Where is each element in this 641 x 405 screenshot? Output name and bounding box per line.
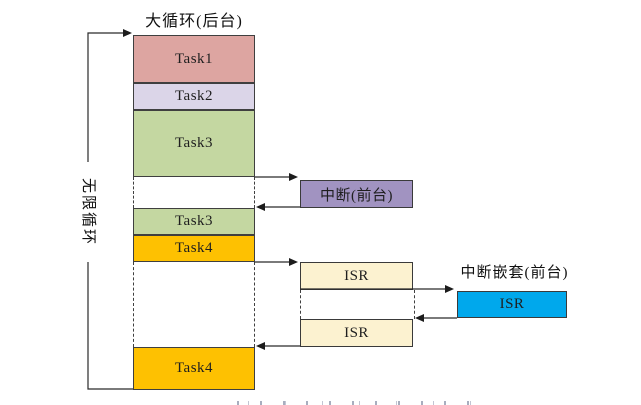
task-block-task2: Task2 (133, 83, 255, 110)
interrupt-box: 中断(前台) (300, 180, 413, 208)
task-block-task4-resume: Task4 (133, 347, 255, 390)
task-block-task1: Task1 (133, 35, 255, 83)
isr-box-2: ISR (300, 319, 413, 347)
task-block-task3-resume: Task3 (133, 208, 255, 235)
isr-nesting-gap (300, 290, 415, 319)
big-loop-title: 大循环(后台) (145, 13, 243, 30)
infinite-loop-label: 无限循环 (78, 162, 98, 262)
idle-gap-isr (133, 262, 255, 347)
cropped-caption-fragment (237, 401, 475, 405)
nested-interrupt-title: 中断嵌套(前台) (460, 265, 569, 281)
task-block-task4: Task4 (133, 235, 255, 262)
nested-isr-box: ISR (457, 291, 567, 318)
task-block-task3: Task3 (133, 110, 255, 177)
isr-box-1: ISR (300, 262, 413, 290)
idle-gap-interrupt (133, 177, 255, 208)
